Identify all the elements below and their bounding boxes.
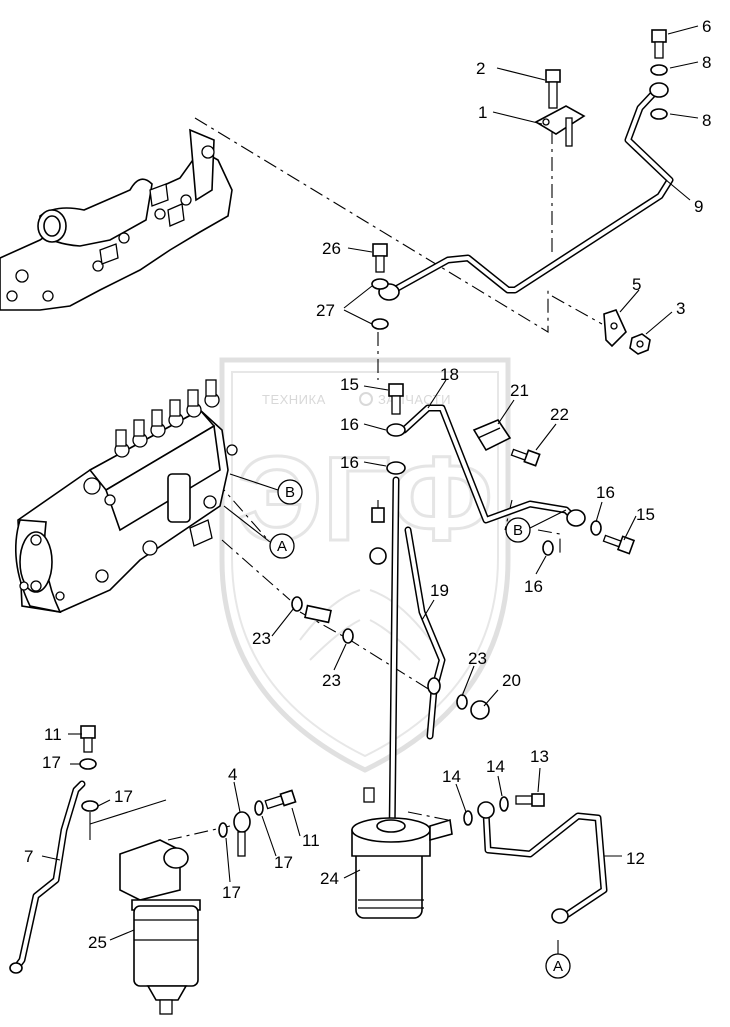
callout-numbers: 2 1 3 4 5 6 7 8 8 9 11 11 12 13 14 14 15… [24,17,711,952]
callout-17-c: 17 [274,853,293,872]
connector-markers: B A B A [269,479,571,979]
callout-14-b: 14 [486,757,505,776]
callout-23-mid: 23 [322,671,341,690]
callout-11-left: 11 [44,725,62,744]
callout-27: 27 [316,301,335,320]
pipe-19 [404,526,446,740]
washer-23-left [291,596,303,612]
fuel-filter-24 [351,787,453,919]
bolt-15-upper [388,383,404,415]
connector-a-pump [269,533,295,559]
connector-a-pipe-label: A [553,958,563,975]
callout-12: 12 [626,849,645,868]
bolt-6 [651,29,667,59]
connector-b-pump-label: B [285,484,295,501]
bolt-13 [515,793,545,807]
callout-23-right: 23 [468,649,487,668]
clamp-21 [472,419,512,452]
washer-14-b [499,796,509,812]
connector-a-pipe [545,953,571,979]
callout-5: 5 [632,275,641,294]
bolt-11-right [264,789,297,810]
fuel-filter-25 [119,839,201,1015]
nut-3 [629,333,651,355]
banjo-4 [233,811,251,857]
washer-8-lower [650,108,668,120]
hollow-bolt [304,604,332,624]
banjo-fitting [369,507,387,565]
washer-17-c [218,822,228,838]
watermark: ТЕХНИКА ЗАПЧАСТИ ЭГФ [219,357,511,773]
connector-b-pump [277,479,303,505]
callout-17-d: 17 [222,883,241,902]
washer-17-b [81,800,99,812]
watermark-left-text: ТЕХНИКА [262,392,326,407]
callout-15-upper: 15 [340,375,359,394]
callout-16-c: 16 [596,483,615,502]
callout-2: 2 [476,59,485,78]
washer-16-c [590,520,602,536]
washer-16-b [386,461,406,475]
washer-23-right [456,694,468,710]
callout-1: 1 [478,103,487,122]
connector-b-pipe-label: B [513,522,523,539]
callout-20: 20 [502,671,521,690]
callout-15-right: 15 [636,505,655,524]
bolt-15-right [602,534,636,555]
callout-22: 22 [550,405,569,424]
bolt-2 [545,69,561,109]
callout-14-a: 14 [442,767,461,786]
callout-26: 26 [322,239,341,258]
washer-27-upper [371,278,389,290]
gear-icon [359,392,373,406]
callout-23-left: 23 [252,629,271,648]
callout-24: 24 [320,869,339,888]
callout-16-a: 16 [340,415,359,434]
washer-16-a [386,423,406,437]
callout-21: 21 [510,381,529,400]
washer-17-d [254,800,264,816]
bracket-1 [534,105,586,147]
callout-18: 18 [440,365,459,384]
intake-manifold [0,128,233,311]
callout-11-right: 11 [302,831,320,850]
callout-13: 13 [530,747,549,766]
pipe-to-filter-24 [388,476,400,844]
fuel-injection-pump [15,379,238,614]
callout-3: 3 [676,299,685,318]
callout-8-upper: 8 [702,53,711,72]
washer-14-a [463,810,473,826]
clamp-5 [603,309,627,348]
washer-17-a [79,758,97,770]
washer-8-upper [650,64,668,76]
pipe-7 [9,780,86,974]
connector-b-pipe [505,517,531,543]
callout-4: 4 [228,765,237,784]
bolt-11-left [80,725,96,753]
pipe-9 [378,82,674,301]
connector-a-pump-label: A [277,538,287,555]
callout-leaders [41,25,699,954]
callout-16-d: 16 [524,577,543,596]
callout-7: 7 [24,847,33,866]
callout-9: 9 [694,197,703,216]
washer-23-mid [342,628,354,644]
washer-16-d [542,540,554,556]
bolt-22 [510,448,541,467]
bolt-26 [372,243,388,273]
washer-27-lower [371,318,389,330]
callout-25: 25 [88,933,107,952]
callout-8-lower: 8 [702,111,711,130]
callout-6: 6 [702,17,711,36]
callout-16-b: 16 [340,453,359,472]
callout-17-a: 17 [42,753,61,772]
callout-17-b: 17 [114,787,133,806]
callout-19: 19 [430,581,449,600]
pipe-12 [477,801,608,924]
